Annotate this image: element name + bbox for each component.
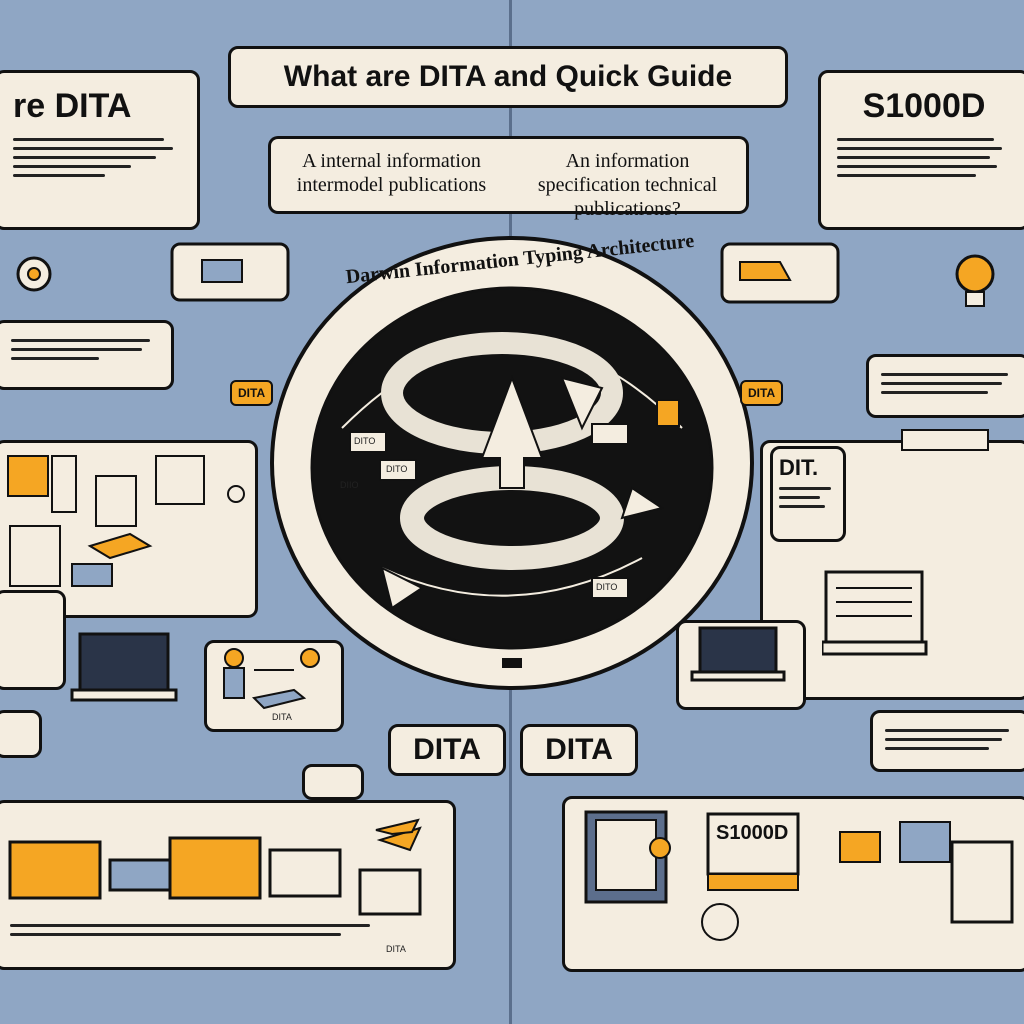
left-header-title: re DITA [13,87,132,125]
right-doc-label: DIT. [779,455,819,480]
book-icon [584,810,1014,941]
arrow-icon [720,242,840,304]
ring-tag-3: DIIO [340,480,359,490]
airplane-icon [375,818,420,836]
bottom-doc-label: S1000D [716,822,789,844]
bottom-left-dita-small: DITA [386,944,406,954]
right-info-text-lines [881,373,1015,394]
document-icon [170,242,290,302]
bottom-left-text-lines [10,918,370,942]
right-header-text-lines [837,138,1011,177]
left-header-panel: re DITA [0,70,200,230]
page-title: What are DITA and Quick Guide [228,46,788,108]
ring-tag-2: DITO [386,464,408,474]
right-doc-card: DIT. [770,446,846,542]
bottom-left-dita-label: DITA [388,724,506,776]
ring-right-tag: DITA [740,380,784,406]
right-info-panel [866,354,1024,418]
laptop-icon [70,632,178,702]
central-ring-diagram [270,236,754,690]
left-doc-panel [0,590,66,690]
left-info-text-lines [11,339,157,360]
paper-stack-icon [8,826,422,916]
right-bottom-info-panel [870,710,1024,772]
person-icon [223,648,320,710]
left-people-label: DITA [272,712,292,722]
hand-icon [901,429,989,451]
laptop-icon-right [690,626,786,682]
right-header-title: S1000D [862,87,986,125]
center-right-caption-box: An information specification technical p… [509,136,749,220]
right-bottom-info-lines [885,729,1015,750]
left-bottom-small-panel [0,710,42,758]
center-right-caption: An information specification technical p… [537,150,718,220]
left-guide-box [302,764,364,800]
bottom-right-dita-label: DITA [520,724,638,776]
gear-icon [16,256,52,292]
right-doc-lines [779,487,837,508]
ring-tag-1: DITO [354,436,376,446]
center-left-caption: A internal information intermodel public… [296,150,487,196]
left-info-panel [0,320,174,390]
left-header-text-lines [13,138,181,177]
center-left-caption-box: A internal information intermodel public… [268,136,512,214]
left-workflow-graphic [7,455,245,587]
ring-left-tag: DITA [230,380,274,406]
right-laptop-icon [822,570,928,656]
lightbulb-icon [955,254,995,307]
right-header-panel: S1000D [818,70,1024,230]
ring-tag-4: DITO [596,582,618,592]
